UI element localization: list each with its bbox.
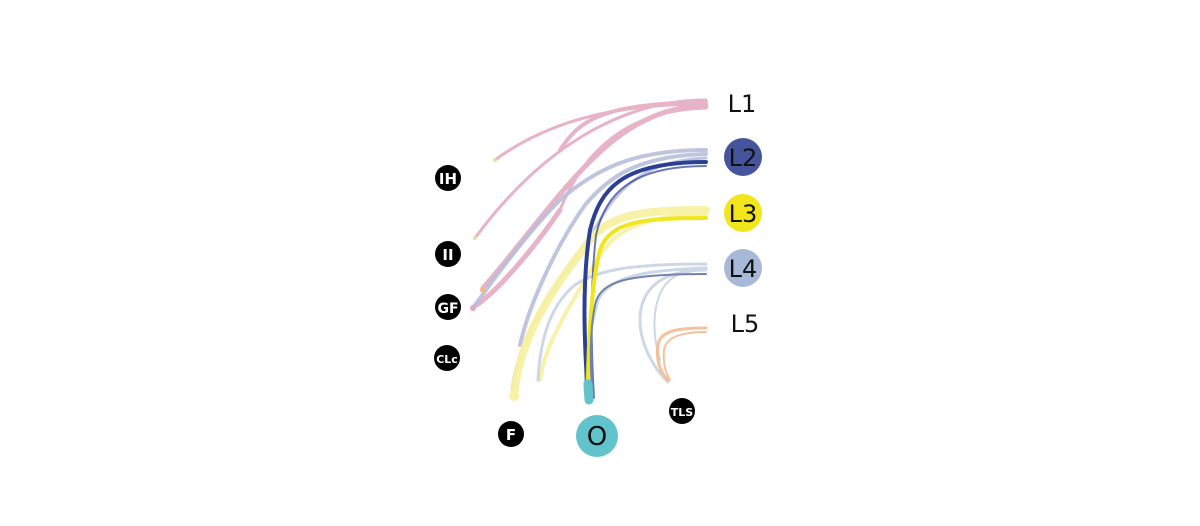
nerve-badge-o-text: O — [587, 422, 607, 452]
nerve-badge-o: O — [576, 415, 618, 457]
root-labels: L1 L2 L3 L4 L5 — [724, 90, 762, 338]
nerve-badge-f: F — [498, 421, 524, 447]
nerve-labels: IH II GF CLc F O TLS — [434, 165, 695, 457]
nerve-badge-clc: CLc — [434, 345, 460, 371]
nerve-badge-f-circle — [498, 421, 524, 447]
l4-main-path — [589, 273, 707, 391]
nerve-badge-tls: TLS — [669, 398, 695, 424]
nerve-badge-tls-text: TLS — [671, 406, 694, 419]
l3-main-path — [586, 216, 708, 392]
nerve-badge-ii: II — [435, 241, 461, 267]
nerve-badge-gf: GF — [435, 294, 461, 320]
root-label-l2-circle — [724, 138, 762, 176]
root-label-l1-text: L1 — [728, 90, 757, 118]
root-label-l5: L5 — [731, 310, 760, 338]
nerve-badge-tls-circle — [669, 398, 695, 424]
nerve-badge-ih-circle — [435, 165, 461, 191]
nerve-badge-ih: IH — [435, 165, 461, 191]
root-label-l1: L1 — [728, 90, 757, 118]
obturator-nerve-path — [582, 160, 708, 400]
nerve-badge-ii-circle — [435, 241, 461, 267]
root-label-l5-text: L5 — [731, 310, 760, 338]
nerve-badge-f-text: F — [506, 426, 516, 444]
root-label-l4: L4 — [724, 249, 762, 287]
root-label-l4-circle — [724, 249, 762, 287]
nerve-paths — [470, 98, 710, 405]
nerve-badge-clc-text: CLc — [436, 353, 458, 366]
root-label-l3-circle — [724, 194, 762, 232]
nerve-badge-o-circle — [576, 415, 618, 457]
root-label-l3: L3 — [724, 194, 762, 232]
nerve-badge-ii-text: II — [442, 246, 453, 264]
root-label-l2-text: L2 — [729, 144, 758, 172]
root-label-l3-text: L3 — [729, 200, 758, 228]
nerve-badge-ih-text: IH — [439, 170, 457, 188]
nerve-badge-gf-circle — [435, 294, 461, 320]
l5-bundle — [656, 326, 708, 382]
root-label-l2: L2 — [724, 138, 762, 176]
nerve-badge-gf-text: GF — [437, 301, 458, 317]
l1-bundle — [472, 98, 709, 309]
nerve-badge-clc-circle — [434, 345, 460, 371]
root-label-l4-text: L4 — [729, 255, 758, 283]
